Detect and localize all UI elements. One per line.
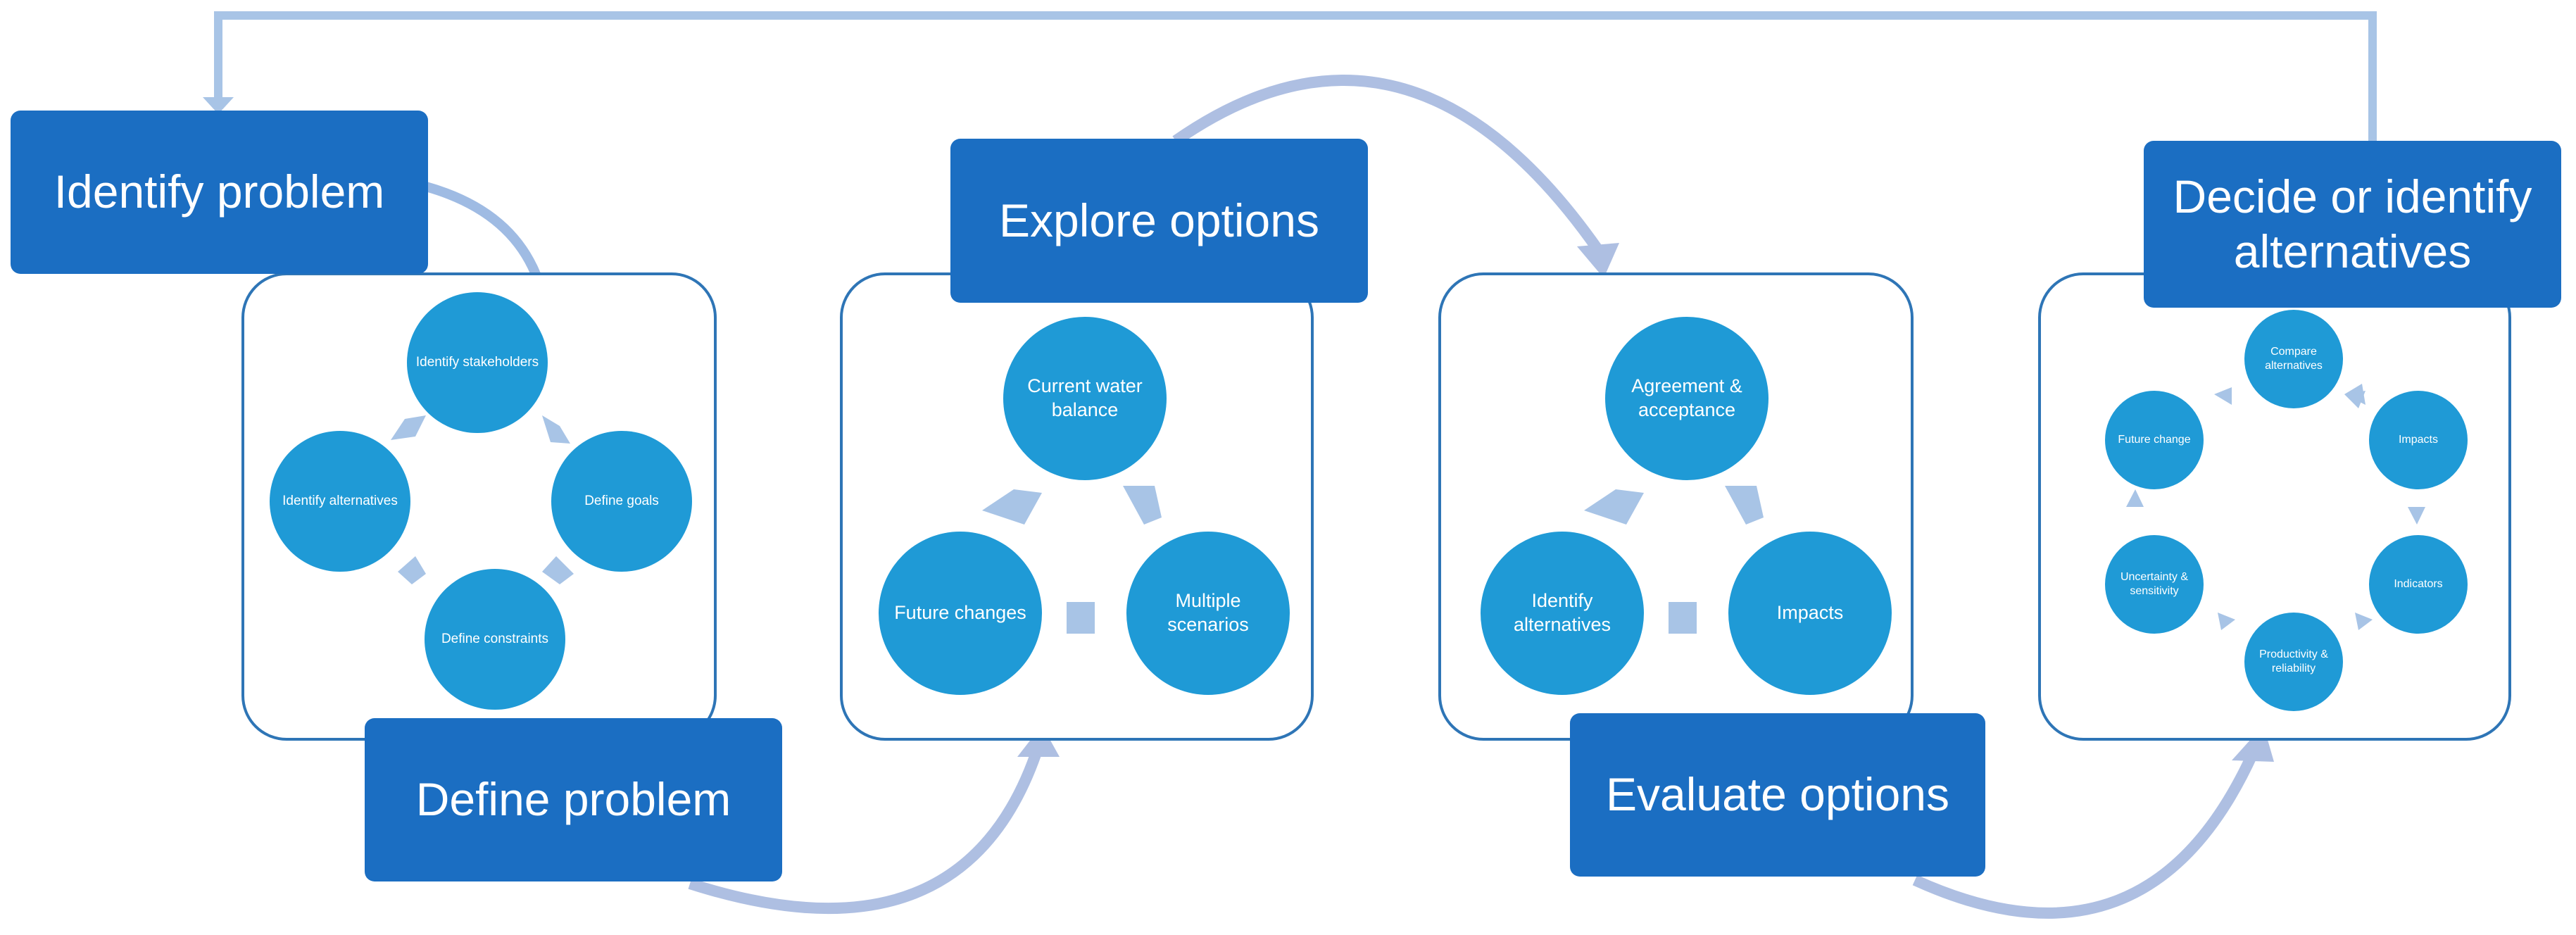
decide-cycle-node: Compare alternatives <box>2244 310 2343 408</box>
decide-cycle-arrow-7 <box>2214 387 2232 405</box>
decide-cycle-arrow-6 <box>2126 489 2144 507</box>
define-cycle-node: Define constraints <box>425 569 565 710</box>
decide-cycle-arrow-5 <box>2218 613 2235 630</box>
decide-cycle-node: Uncertainty & sensitivity <box>2105 535 2204 634</box>
feedback-loop-arrow <box>214 11 2377 141</box>
evaluate-cycle-arrow-3 <box>1584 489 1644 525</box>
decide-cycle-node: Impacts <box>2369 391 2468 489</box>
define-cycle-node: Identify stakeholders <box>407 292 548 433</box>
define-cycle-arrow-2 <box>542 556 574 584</box>
decide-cycle-arrow-4 <box>2355 613 2373 630</box>
define-cycle-arrow-3 <box>398 556 426 584</box>
decide-label: Decide or identify alternatives <box>2144 141 2561 308</box>
evaluate-cycle-node: Agreement & acceptance <box>1605 317 1768 480</box>
define-problem-label: Define problem <box>365 718 782 881</box>
explore-cycle-arrow-3 <box>982 489 1042 525</box>
evaluate-to-decide-arrow <box>1912 751 2258 919</box>
define-cycle-node: Identify alternatives <box>270 431 410 572</box>
explore-cycle-node: Future changes <box>879 532 1042 695</box>
explore-to-evaluate-arrowhead <box>1577 243 1619 278</box>
identify-problem-label: Identify problem <box>11 111 428 274</box>
explore-options-label: Explore options <box>950 139 1368 303</box>
explore-cycle-arrow-1 <box>1123 486 1162 525</box>
explore-cycle-node: Current water balance <box>1003 317 1167 480</box>
decide-cycle-node: Indicators <box>2369 535 2468 634</box>
define-cycle-arrow-4 <box>391 415 426 440</box>
evaluate-cycle-arrow-1 <box>1725 486 1764 525</box>
define-to-explore-arrow <box>688 744 1044 915</box>
decide-cycle-arrow-3 <box>2408 507 2425 525</box>
evaluate-cycle-node: Identify alternatives <box>1481 532 1644 695</box>
evaluate-cycle-node: Impacts <box>1728 532 1892 695</box>
define-to-explore-arrowhead <box>1017 725 1060 757</box>
feedback-loop-arrowhead <box>203 97 234 114</box>
decide-cycle-node: Future change <box>2105 391 2204 489</box>
evaluate-options-label: Evaluate options <box>1570 713 1985 877</box>
define-cycle-arrow-1 <box>542 415 570 444</box>
decide-cycle-arrow-2 <box>2344 391 2365 408</box>
evaluate-cycle-arrow-2 <box>1669 602 1697 634</box>
identify-to-define-arrow <box>425 182 544 284</box>
explore-cycle-node: Multiple scenarios <box>1126 532 1290 695</box>
explore-cycle-arrow-2 <box>1067 602 1095 634</box>
decide-cycle-node: Productivity & reliability <box>2244 613 2343 711</box>
define-cycle-node: Define goals <box>551 431 692 572</box>
explore-to-evaluate-arrow <box>1172 75 1603 253</box>
